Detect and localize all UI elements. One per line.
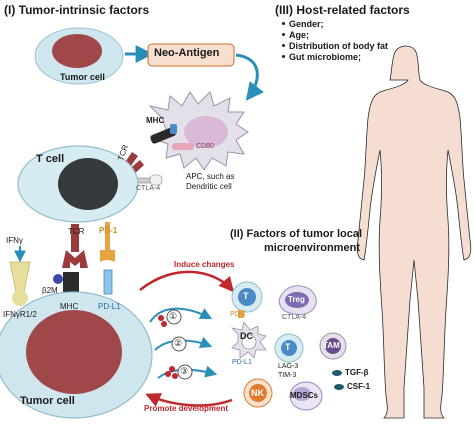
tcr-mid-head [62, 250, 88, 268]
t-small-1-label: T [243, 291, 249, 301]
t-cell-small-2-nucleus [281, 340, 297, 356]
tam-nucleus [325, 338, 341, 354]
step-1-marker [166, 309, 182, 325]
t-cell-small-1-nucleus [238, 288, 256, 306]
dc-label: DC [240, 331, 253, 341]
neo-antigen-box [147, 43, 235, 67]
tam-label: TAM [323, 341, 340, 350]
cytokine-dot [161, 321, 167, 327]
induce-changes-label: Induce changes [174, 260, 235, 269]
pdl1-small-label: PD-L1 [232, 359, 252, 366]
nk-label: NK [251, 388, 264, 398]
cytokine-dot [169, 366, 175, 372]
nk-nucleus [249, 384, 267, 402]
tumor-nucleus-top [52, 34, 102, 68]
pd1-mid-stem [105, 222, 110, 250]
mhc-top-label: MHC [146, 116, 165, 125]
host-factor-item: Distribution of body fat [289, 41, 388, 51]
mhc-mid-label: MHC [60, 302, 79, 311]
step-3-label: ③ [180, 366, 189, 376]
human-body-silhouette [356, 45, 472, 419]
ifng-label: IFNγ [6, 236, 23, 245]
promote-development-label: Promote development [144, 404, 229, 413]
apc-mhc-receptor [150, 127, 177, 144]
ctla4-top-head [149, 174, 163, 186]
step-2-marker [171, 336, 187, 352]
arrow-to-apc [235, 53, 264, 101]
host-factors-list: Gender; Age; Distribution of body fat Gu… [289, 19, 388, 63]
path-1-arrow [149, 307, 213, 323]
tgfb-label: TGF-β [345, 368, 369, 377]
cytokine-dot [165, 371, 171, 377]
ctla4-small-label: CTLA-4 [282, 314, 307, 321]
tcr-mid-stem [71, 224, 79, 252]
dc-nucleus [241, 334, 257, 350]
host-factor-item: Age; [289, 30, 309, 40]
host-factor-item: Gender; [289, 19, 324, 29]
bullet-icon [282, 33, 285, 36]
apc-label-2: Dendritic cell [186, 182, 232, 191]
ifng-receptor-base [12, 290, 28, 306]
pd1-small-label: PD-1 [230, 311, 246, 318]
host-factor-item: Gut microbiome; [289, 52, 362, 62]
csf1-label: CSF-1 [347, 382, 371, 391]
pdl1-mid-label: PD-L1 [98, 302, 121, 311]
host-related-title: (III) Host-related factors [275, 3, 410, 17]
pd1-mid-head [100, 250, 115, 262]
cytokine-dot [158, 315, 164, 321]
tumor-nucleus-bottom [26, 310, 122, 394]
bullet-icon [282, 44, 285, 47]
bullet-icon [282, 55, 285, 58]
tcr-mid-label: TCR [68, 227, 85, 236]
neo-antigen-label: Neo-Antigen [154, 47, 220, 59]
pd1-mid-label: PD-1 [99, 226, 118, 235]
induce-changes-arrow [139, 270, 234, 293]
pd1-small-receptor [238, 310, 244, 318]
apc-nucleus [184, 116, 228, 148]
promote-development-arrow [145, 393, 233, 407]
tumor-intrinsic-title: (I) Tumor-intrinsic factors [4, 3, 150, 17]
t-cell-label: T cell [36, 153, 65, 165]
apc-mhc-cap [170, 124, 177, 134]
b2m-mid [53, 274, 63, 284]
b2m-label: β2M [42, 286, 58, 295]
local-microenvironment-title-2: microenvironment [264, 242, 360, 254]
step-3-marker [177, 364, 193, 380]
cd80-label: CD80 [196, 143, 214, 150]
tumor-cell-top-label: Tumor cell [60, 72, 105, 82]
treg-nucleus [285, 292, 309, 308]
tgfb-marker [332, 370, 342, 376]
tumor-cell-bottom-label: Tumor cell [20, 395, 75, 407]
mdsc-nucleus [293, 387, 311, 401]
t-small-2-label: T [285, 342, 291, 352]
cd80-receptor [172, 143, 194, 150]
ctla4-top-label: CTLA-4 [136, 185, 161, 192]
csf1-marker [334, 384, 344, 390]
mdscs-label: MDSCs [290, 391, 319, 400]
treg-label: Treg [288, 295, 305, 304]
bullet-icon [282, 22, 285, 25]
step-2-label: ② [174, 338, 183, 348]
tim3-label: TIM-3 [278, 372, 297, 379]
pdl1-mid [103, 269, 113, 295]
ifng-receptor [9, 261, 31, 293]
cytokine-dot [172, 373, 178, 379]
lag3-label: LAG-3 [278, 363, 299, 370]
local-microenvironment-title-1: (II) Factors of tumor local [230, 228, 363, 240]
ifngr-label: IFNγR1/2 [3, 310, 37, 319]
apc-label-1: APC, such as [186, 172, 235, 181]
t-cell-nucleus [58, 158, 118, 210]
step-1-label: ① [169, 311, 178, 321]
